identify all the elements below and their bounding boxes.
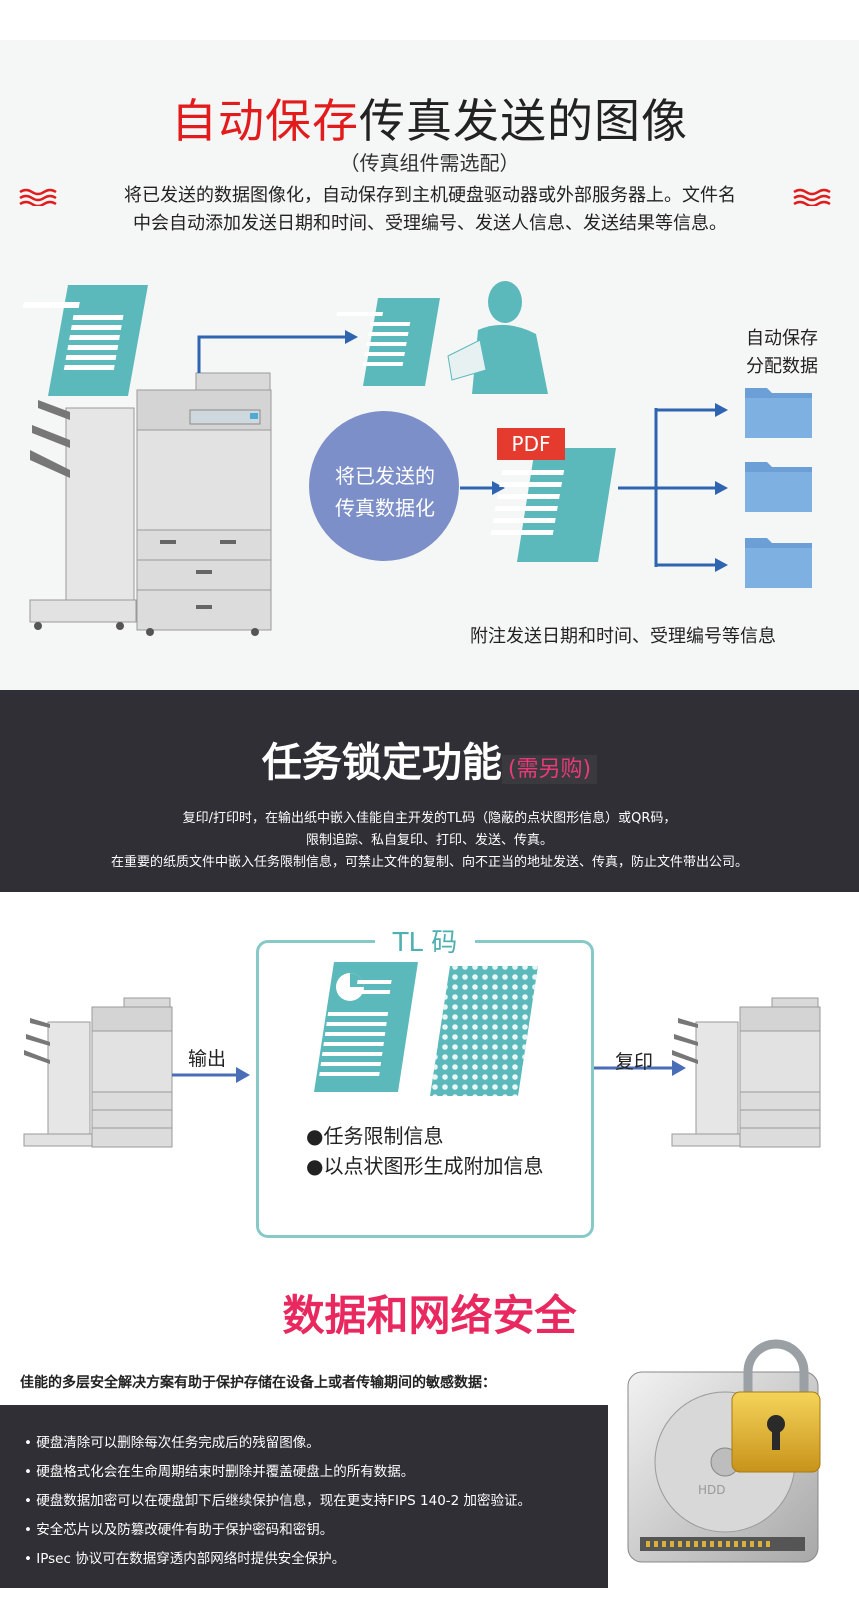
tl-bullet: ●任务限制信息 — [306, 1124, 444, 1148]
security-list: 硬盘清除可以删除每次任务完成后的残留图像。 硬盘格式化会在生命周期结束时删除并覆… — [0, 1405, 608, 1588]
description-line: 复印/打印时，在输出纸中嵌入佳能自主开发的TL码（隐蔽的点状图形信息）或QR码， — [182, 811, 677, 826]
circle-text-line: 将已发送的 — [335, 464, 435, 488]
wave-decoration-icon — [793, 188, 831, 206]
security-section: 数据和网络安全 佳能的多层安全解决方案有助于保护存储在设备上或者传输期间的敏感数… — [0, 1262, 859, 1600]
description-line: 在重要的纸质文件中嵌入任务限制信息，可禁止文件的复制、向不正当的地址发送、传真，… — [110, 855, 748, 870]
hdd-label: HDD — [698, 1483, 726, 1497]
description-line: 中会自动添加发送日期和时间、受理编号、发送人信息、发送结果等信息。 — [133, 213, 727, 234]
fax-save-section: 自动保存传真发送的图像 （传真组件需选配） 将已发送的数据图像化，自动保存到主机… — [0, 40, 859, 690]
document-icon — [22, 285, 148, 396]
description-line: 限制追踪、私自复印、打印、发送、传真。 — [305, 833, 553, 848]
auto-save-label: 自动保存 分配数据 — [727, 325, 837, 381]
wave-decoration-icon — [19, 188, 57, 206]
pdf-tag: PDF — [497, 428, 565, 460]
list-item: IPsec 协议可在数据穿透内部网络时提供安全保护。 — [24, 1545, 608, 1574]
security-intro: 佳能的多层安全解决方案有助于保护存储在设备上或者传输期间的敏感数据： — [20, 1375, 496, 1391]
security-title: 数据和网络安全 — [282, 1291, 577, 1340]
pie-document-icon — [314, 962, 418, 1092]
hdd-lock-illustration: HDD — [627, 1339, 821, 1563]
auto-save-line: 分配数据 — [746, 356, 818, 377]
arrow-head-icon — [345, 330, 358, 344]
job-lock-title-text: 任务锁定功能 — [261, 740, 502, 786]
folder-icon — [745, 462, 812, 512]
job-lock-title: 任务锁定功能(需另购) — [0, 730, 859, 788]
dot-pattern-document-icon — [430, 966, 538, 1096]
list-item: 硬盘数据加密可以在硬盘卸下后继续保护信息，现在更支持FIPS 140-2 加密验… — [24, 1487, 608, 1516]
arrow-line — [197, 335, 345, 373]
padlock-icon — [731, 1339, 821, 1473]
tl-code-diagram — [23, 962, 821, 1148]
arrow-head-icon — [492, 481, 505, 495]
purchase-note: (需另购) — [501, 755, 598, 784]
copy-label: 复印 — [615, 1051, 654, 1073]
tl-code-title: TL 码 — [375, 922, 475, 959]
document-icon — [336, 298, 440, 386]
list-item: 安全芯片以及防篡改硬件有助于保护密码和密钥。 — [24, 1516, 608, 1545]
arrow-head-icon — [715, 558, 728, 572]
title-highlight: 自动保存 — [171, 94, 359, 148]
tl-code-section: TL 码 — [0, 892, 859, 1262]
arrow-head-icon — [715, 481, 728, 495]
job-lock-section: 任务锁定功能(需另购) 复印/打印时，在输出纸中嵌入佳能自主开发的TL码（隐蔽的… — [0, 690, 859, 892]
folder-icon — [745, 538, 812, 588]
fax-save-description: 将已发送的数据图像化，自动保存到主机硬盘驱动器或外部服务器上。文件名 中会自动添… — [60, 182, 800, 238]
arrow-head-icon — [236, 1067, 250, 1083]
digitize-circle — [309, 411, 459, 561]
auto-save-line: 自动保存 — [746, 328, 818, 349]
printer-machine — [23, 997, 173, 1148]
list-item: 硬盘清除可以删除每次任务完成后的残留图像。 — [24, 1429, 608, 1458]
description-line: 将已发送的数据图像化，自动保存到主机硬盘驱动器或外部服务器上。文件名 — [124, 185, 736, 206]
attachment-note: 附注发送日期和时间、受理编号等信息 — [470, 626, 776, 647]
arrow-head-icon — [672, 1060, 686, 1076]
tl-bullet: ●以点状图形生成附加信息 — [306, 1154, 544, 1178]
printer-machine — [671, 997, 821, 1148]
fax-save-subtitle: （传真组件需选配） — [339, 151, 520, 175]
digitize-label: 将已发送的 传真数据化 — [310, 460, 460, 524]
arrow-head-icon — [715, 403, 728, 417]
list-item: 硬盘格式化会在生命周期结束时删除并覆盖硬盘上的所有数据。 — [24, 1458, 608, 1487]
job-lock-description: 复印/打印时，在输出纸中嵌入佳能自主开发的TL码（隐蔽的点状图形信息）或QR码，… — [20, 808, 839, 874]
pdf-document-icon — [490, 448, 616, 562]
output-label: 输出 — [188, 1048, 227, 1070]
person-icon — [447, 281, 548, 394]
circle-text-line: 传真数据化 — [335, 496, 435, 520]
folder-icon — [745, 388, 812, 438]
fax-save-title: 自动保存传真发送的图像 — [0, 85, 859, 151]
title-rest: 传真发送的图像 — [359, 94, 688, 148]
printer-machine — [29, 372, 272, 636]
fax-save-diagram — [22, 281, 812, 636]
